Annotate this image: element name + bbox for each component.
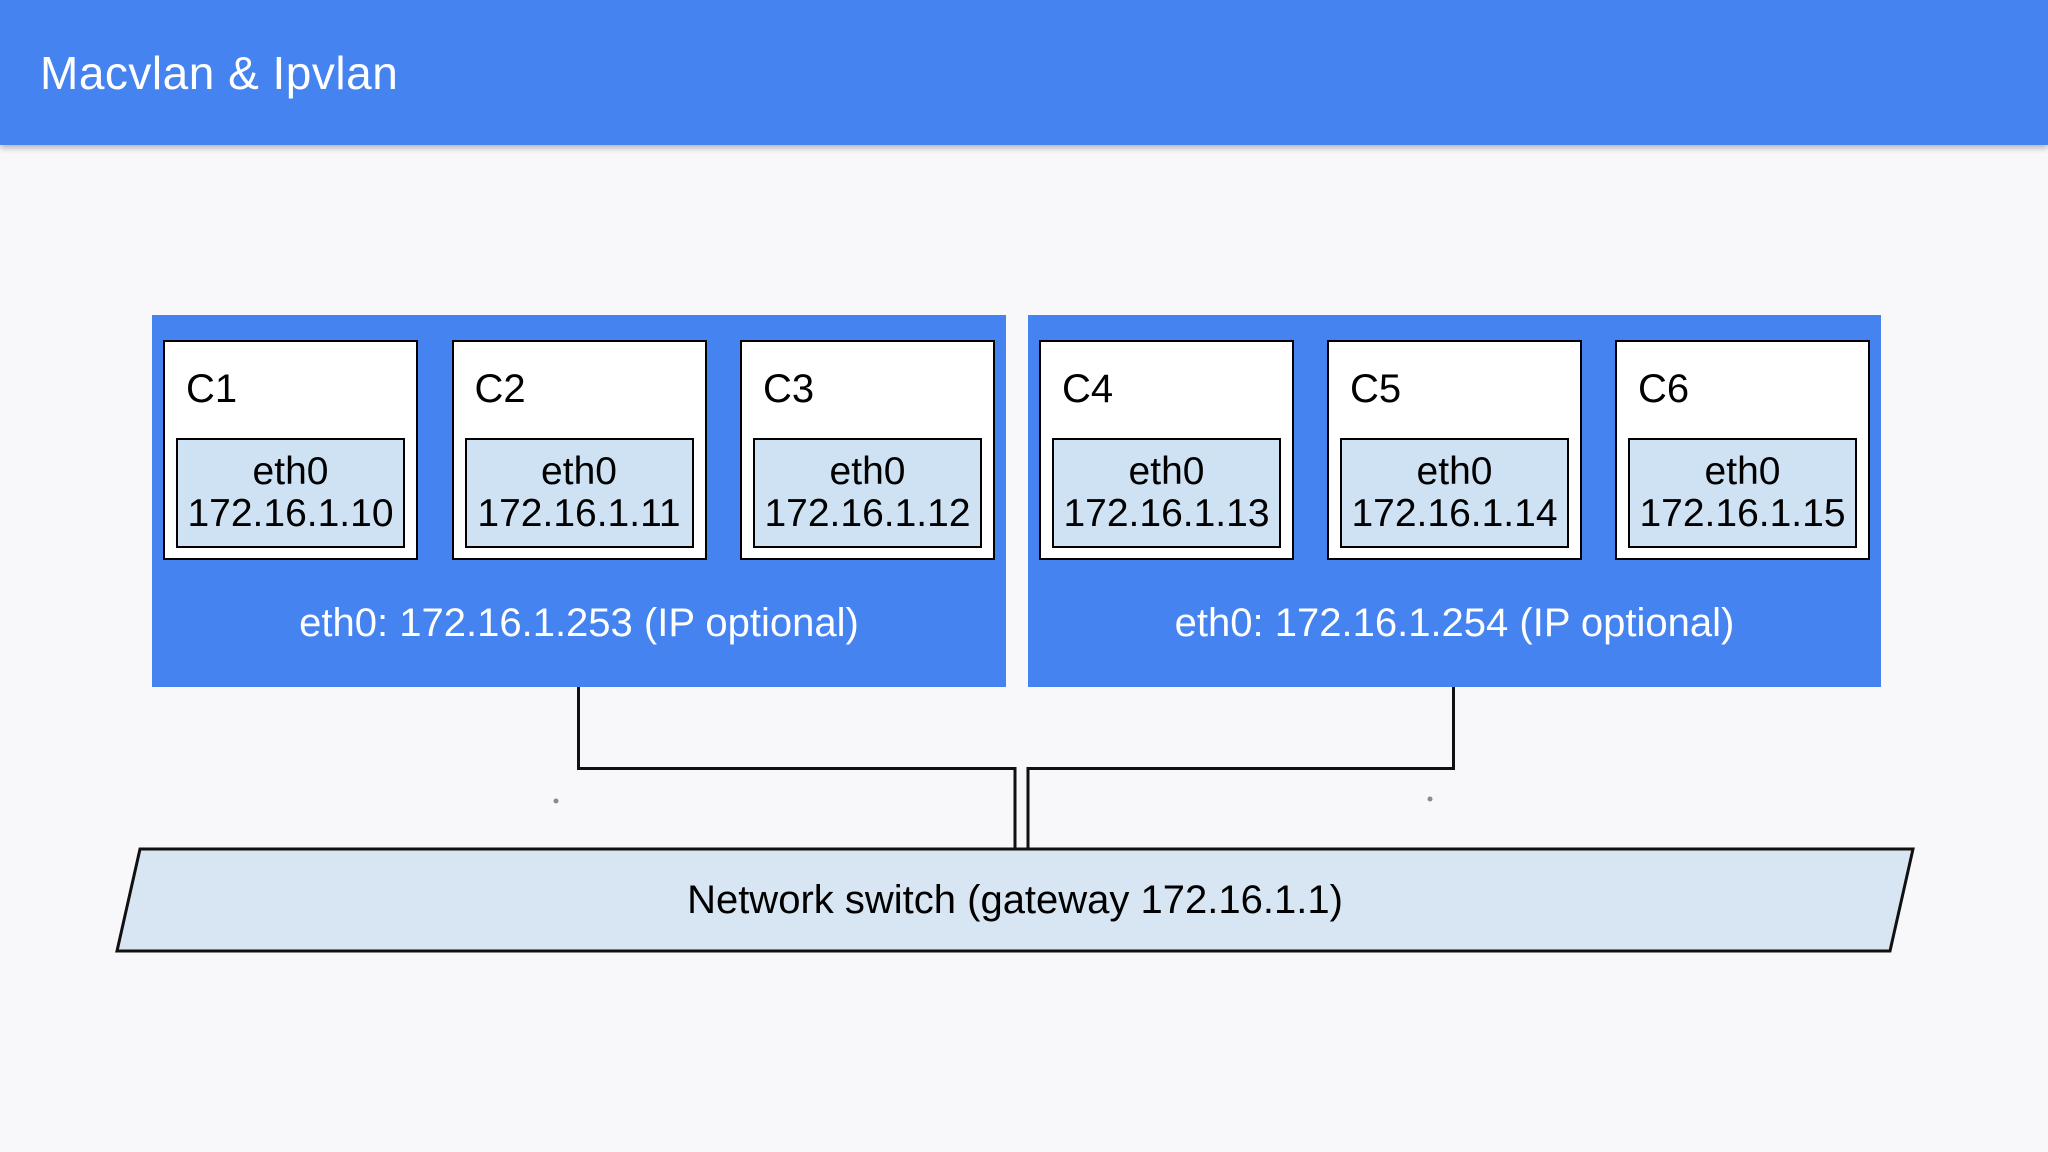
- containers-row: C4 eth0 172.16.1.13 C5 eth0 172.16.1.14 …: [1028, 315, 1881, 560]
- interface-box: eth0 172.16.1.11: [464, 438, 694, 548]
- page-title: Macvlan & Ipvlan: [40, 46, 399, 99]
- container-name: C5: [1350, 367, 1402, 411]
- interface-ip: 172.16.1.11: [477, 492, 681, 535]
- stray-dot: [1427, 796, 1433, 802]
- container-name: C2: [474, 367, 526, 411]
- container-box-c5: C5 eth0 172.16.1.14: [1327, 340, 1582, 560]
- interface-name: eth0: [252, 450, 329, 493]
- container-box-c2: C2 eth0 172.16.1.11: [451, 340, 707, 560]
- interface-name: eth0: [829, 450, 906, 493]
- interface-name: eth0: [1416, 450, 1493, 493]
- interface-ip: 172.16.1.14: [1351, 492, 1558, 535]
- interface-box: eth0 172.16.1.14: [1340, 438, 1569, 548]
- host-interface-label-left: eth0: 172.16.1.253 (IP optional): [299, 601, 859, 645]
- interface-ip: 172.16.1.13: [1063, 492, 1270, 535]
- interface-ip: 172.16.1.10: [187, 492, 394, 535]
- interface-box: eth0 172.16.1.12: [753, 438, 982, 548]
- connector-left-host-to-switch: [577, 687, 1017, 851]
- container-name: C6: [1638, 367, 1690, 411]
- interface-ip: 172.16.1.12: [764, 492, 971, 535]
- container-name: C1: [186, 367, 238, 411]
- stray-dot: [553, 798, 559, 804]
- network-switch-label: Network switch (gateway 172.16.1.1): [687, 877, 1343, 922]
- container-box-c4: C4 eth0 172.16.1.13: [1039, 340, 1294, 560]
- container-box-c1: C1 eth0 172.16.1.10: [163, 340, 418, 560]
- app-header: Macvlan & Ipvlan: [0, 0, 2048, 145]
- interface-box: eth0 172.16.1.13: [1052, 438, 1281, 548]
- host-interface-label-right: eth0: 172.16.1.254 (IP optional): [1174, 601, 1735, 645]
- interface-box: eth0 172.16.1.10: [176, 438, 405, 548]
- network-switch-shape: [115, 847, 1915, 953]
- interface-name: eth0: [1704, 450, 1781, 493]
- container-name: C4: [1062, 367, 1114, 411]
- host-group-right: C4 eth0 172.16.1.13 C5 eth0 172.16.1.14 …: [1028, 315, 1881, 687]
- interface-ip: 172.16.1.15: [1639, 492, 1846, 535]
- containers-row: C1 eth0 172.16.1.10 C2 eth0 172.16.1.11 …: [152, 315, 1006, 560]
- host-group-left: C1 eth0 172.16.1.10 C2 eth0 172.16.1.11 …: [152, 315, 1006, 687]
- interface-name: eth0: [541, 450, 617, 493]
- interface-box: eth0 172.16.1.15: [1628, 438, 1857, 548]
- interface-name: eth0: [1128, 450, 1205, 493]
- container-box-c6: C6 eth0 172.16.1.15: [1615, 340, 1870, 560]
- container-box-c3: C3 eth0 172.16.1.12: [740, 340, 995, 560]
- container-name: C3: [763, 367, 815, 411]
- connector-right-host-to-switch: [1026, 687, 1455, 851]
